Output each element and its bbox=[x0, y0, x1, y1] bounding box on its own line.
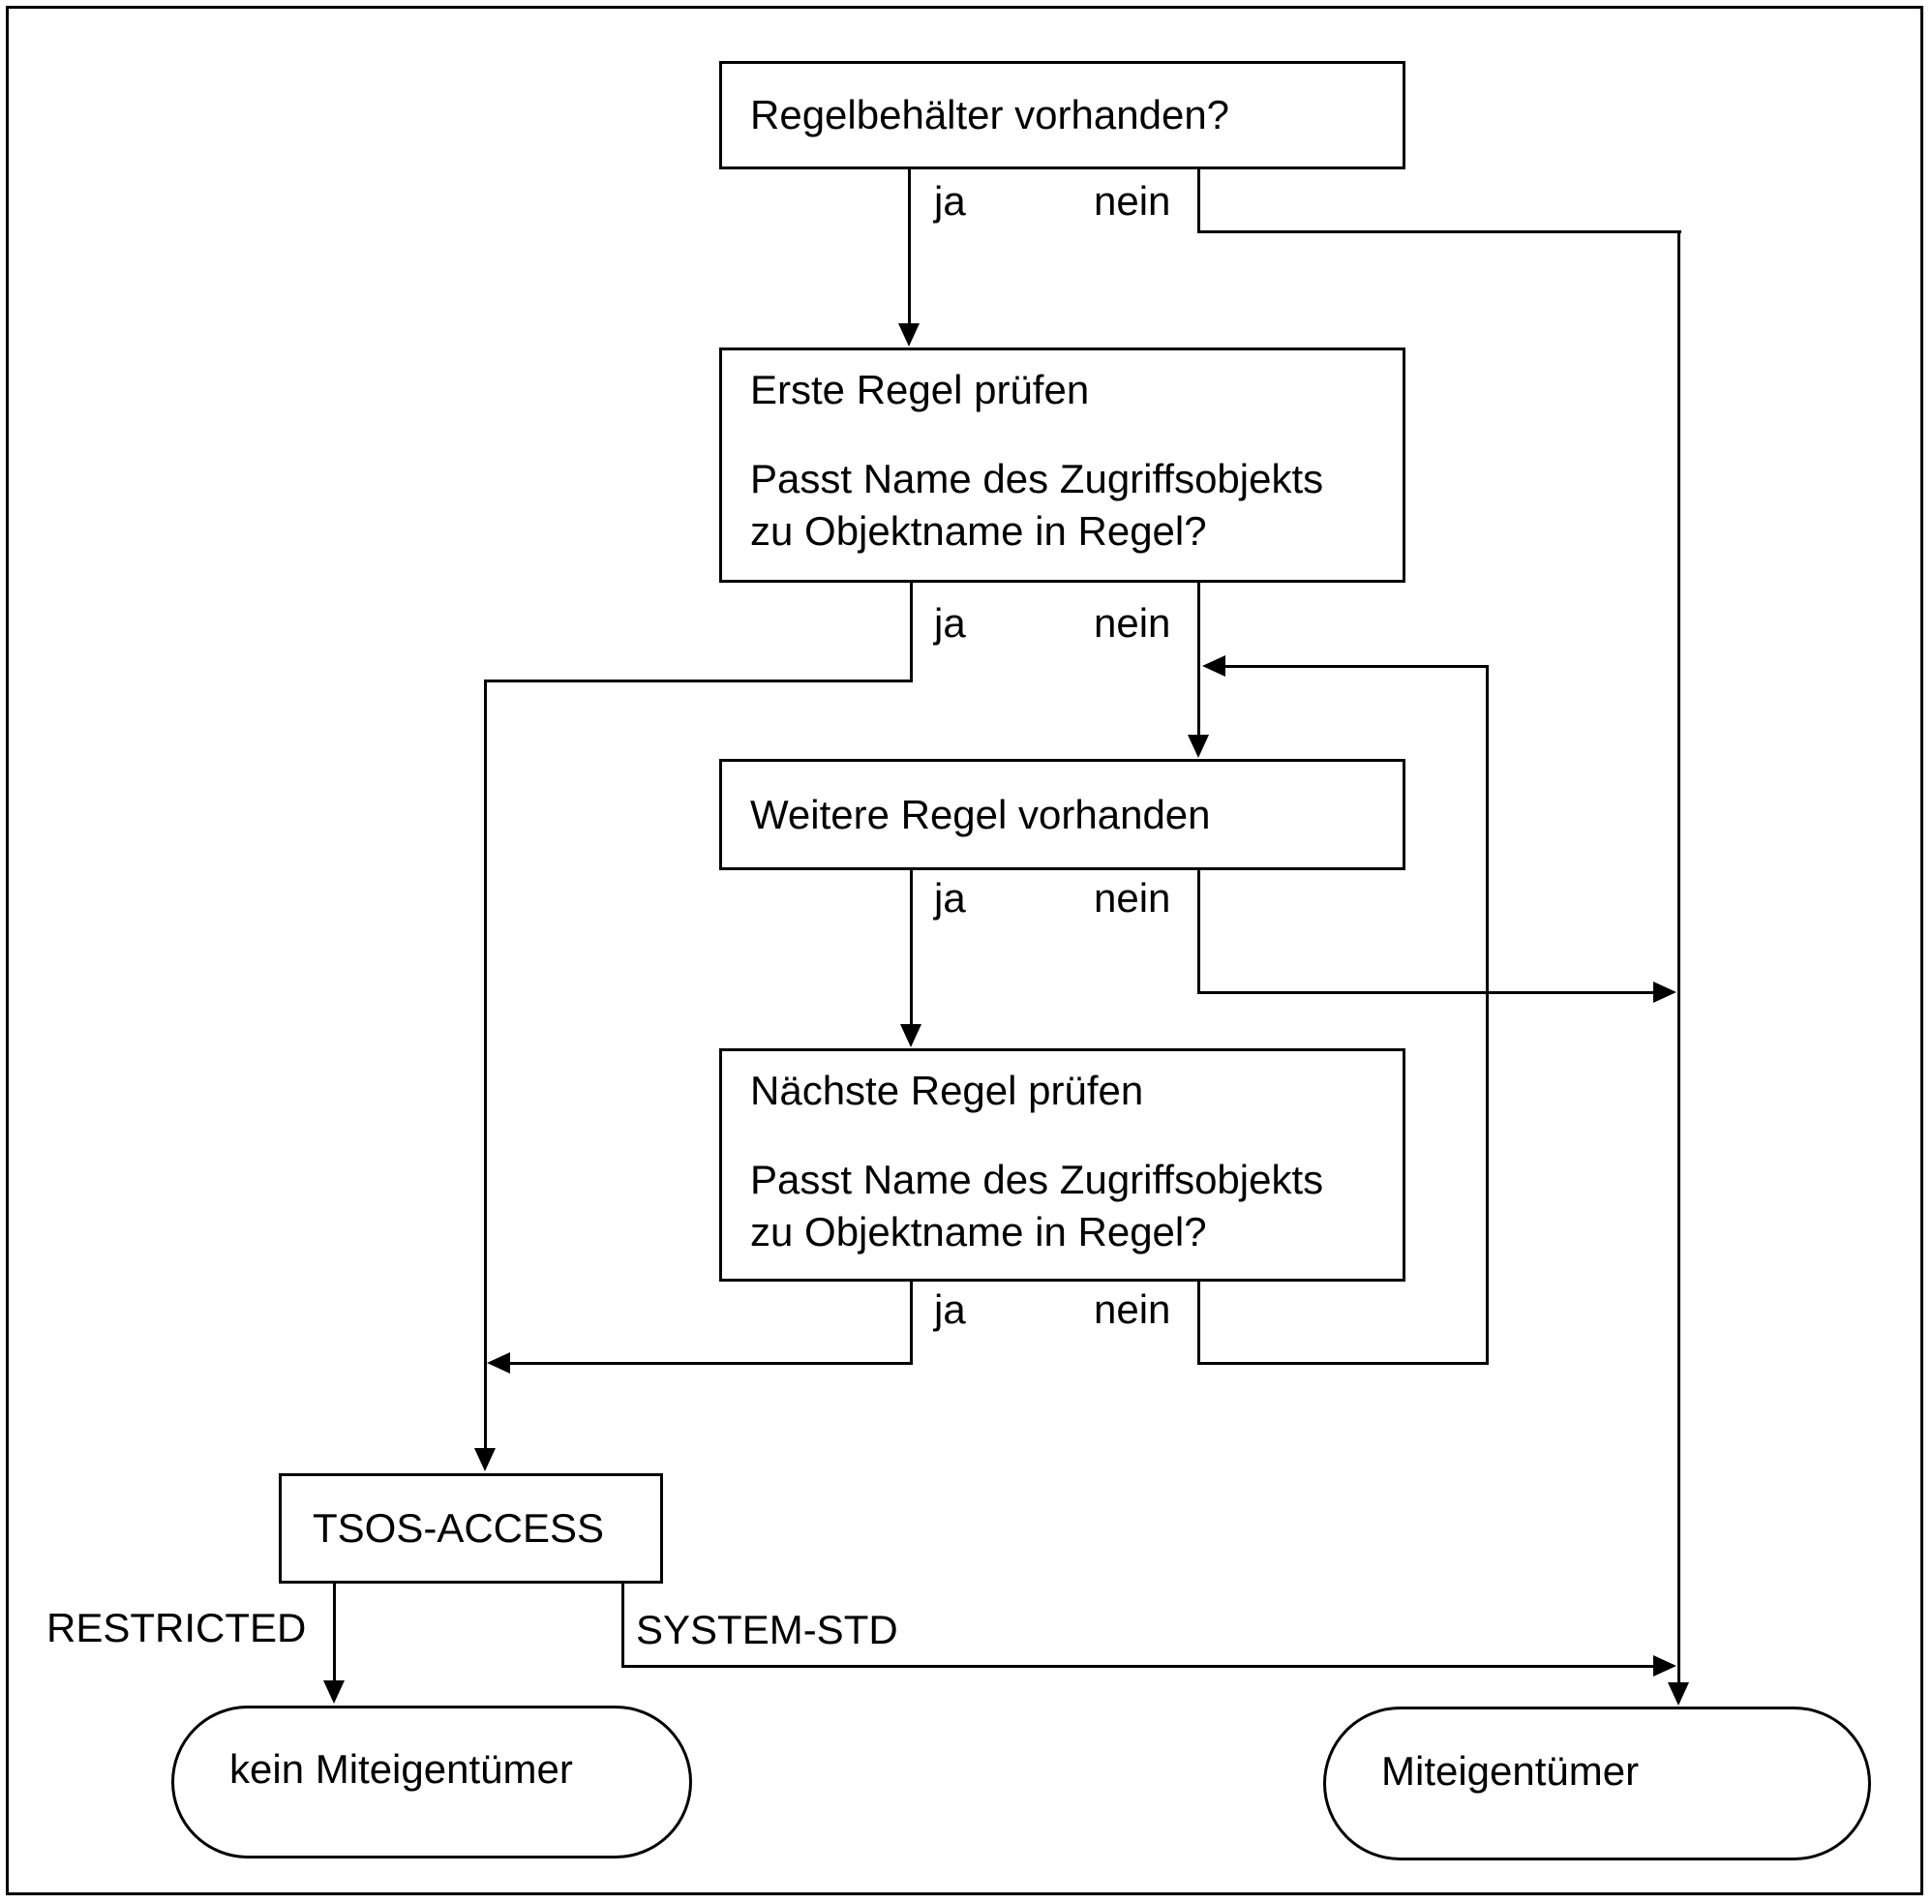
label-nein-more-rules: nein bbox=[1094, 875, 1171, 921]
edge-loop-top-h bbox=[1225, 665, 1489, 668]
edge-rule-container-nein-h bbox=[1197, 230, 1681, 233]
terminal-no-co-owner: kein Miteigentümer bbox=[171, 1706, 692, 1859]
arrowhead-system-std-merge bbox=[1653, 1655, 1676, 1677]
first-rule-line3: zu Objektname in Regel? bbox=[750, 508, 1207, 554]
next-rule-line3: zu Objektname in Regel? bbox=[750, 1209, 1207, 1254]
label-system-std: SYSTEM-STD bbox=[636, 1607, 898, 1652]
decision-box-next-rule: Nächste Regel prüfen Passt Name des Zugr… bbox=[719, 1048, 1405, 1282]
label-nein-next-rule: nein bbox=[1094, 1286, 1171, 1332]
first-rule-line1: Erste Regel prüfen bbox=[750, 367, 1090, 412]
edge-main-left-vertical bbox=[484, 680, 487, 1451]
edge-next-rule-nein-h bbox=[1197, 1362, 1489, 1365]
edge-main-right-vertical bbox=[1677, 230, 1680, 1684]
arrowhead-into-co-owner bbox=[1668, 1682, 1689, 1706]
label-ja-more-rules: ja bbox=[934, 875, 966, 921]
terminal-no-co-owner-text: kein Miteigentümer bbox=[229, 1746, 573, 1792]
label-nein-first-rule: nein bbox=[1094, 600, 1171, 646]
next-rule-line2: Passt Name des Zugriffsobjekts bbox=[750, 1157, 1324, 1202]
edge-first-rule-nein-v bbox=[1197, 582, 1200, 737]
first-rule-line2: Passt Name des Zugriffsobjekts bbox=[750, 456, 1324, 501]
label-ja-next-rule: ja bbox=[934, 1286, 966, 1332]
tsos-access-text: TSOS-ACCESS bbox=[313, 1505, 605, 1551]
arrowhead-into-next-rule bbox=[900, 1024, 921, 1047]
edge-more-rules-nein-h bbox=[1197, 991, 1653, 994]
more-rules-text: Weitere Regel vorhanden bbox=[750, 791, 1211, 837]
edge-next-rule-nein-v bbox=[1197, 1281, 1200, 1365]
edge-first-rule-ja-h bbox=[484, 680, 913, 682]
edge-next-rule-ja-h bbox=[510, 1362, 910, 1365]
edge-next-rule-ja-v bbox=[910, 1281, 913, 1365]
label-ja-rule-container: ja bbox=[934, 178, 966, 224]
edge-system-std-v bbox=[621, 1584, 624, 1668]
arrowhead-merge-left-vertical bbox=[487, 1352, 510, 1374]
decision-box-first-rule: Erste Regel prüfen Passt Name des Zugrif… bbox=[719, 348, 1405, 583]
decision-box-rule-container-text: Regelbehälter vorhanden? bbox=[750, 92, 1230, 137]
arrowhead-into-no-co-owner bbox=[323, 1680, 345, 1704]
arrowhead-merge-right-vertical bbox=[1653, 982, 1676, 1003]
terminal-co-owner-text: Miteigentümer bbox=[1381, 1747, 1640, 1794]
next-rule-line1: Nächste Regel prüfen bbox=[750, 1068, 1144, 1113]
edge-more-rules-ja bbox=[910, 869, 913, 1026]
edge-rule-container-nein-v bbox=[1197, 168, 1200, 233]
edge-restricted-v bbox=[333, 1584, 336, 1682]
edge-loop-vertical bbox=[1486, 665, 1489, 1365]
arrowhead-into-more-rules bbox=[1188, 735, 1209, 758]
terminal-co-owner: Miteigentümer bbox=[1323, 1707, 1871, 1860]
edge-system-std-h bbox=[621, 1665, 1653, 1668]
label-ja-first-rule: ja bbox=[934, 600, 966, 646]
decision-box-rule-container: Regelbehälter vorhanden? bbox=[719, 61, 1405, 169]
edge-first-rule-ja-v bbox=[910, 582, 913, 682]
edge-more-rules-nein-v bbox=[1197, 869, 1200, 994]
arrowhead-into-first-rule bbox=[898, 323, 920, 347]
edge-rule-container-ja bbox=[908, 168, 911, 328]
label-nein-rule-container: nein bbox=[1094, 178, 1171, 224]
tsos-access-box: TSOS-ACCESS bbox=[279, 1473, 663, 1584]
decision-box-more-rules: Weitere Regel vorhanden bbox=[719, 759, 1405, 870]
arrowhead-loop-reentry bbox=[1202, 655, 1225, 677]
arrowhead-into-tsos-access bbox=[474, 1448, 496, 1471]
label-restricted: RESTRICTED bbox=[46, 1605, 307, 1650]
